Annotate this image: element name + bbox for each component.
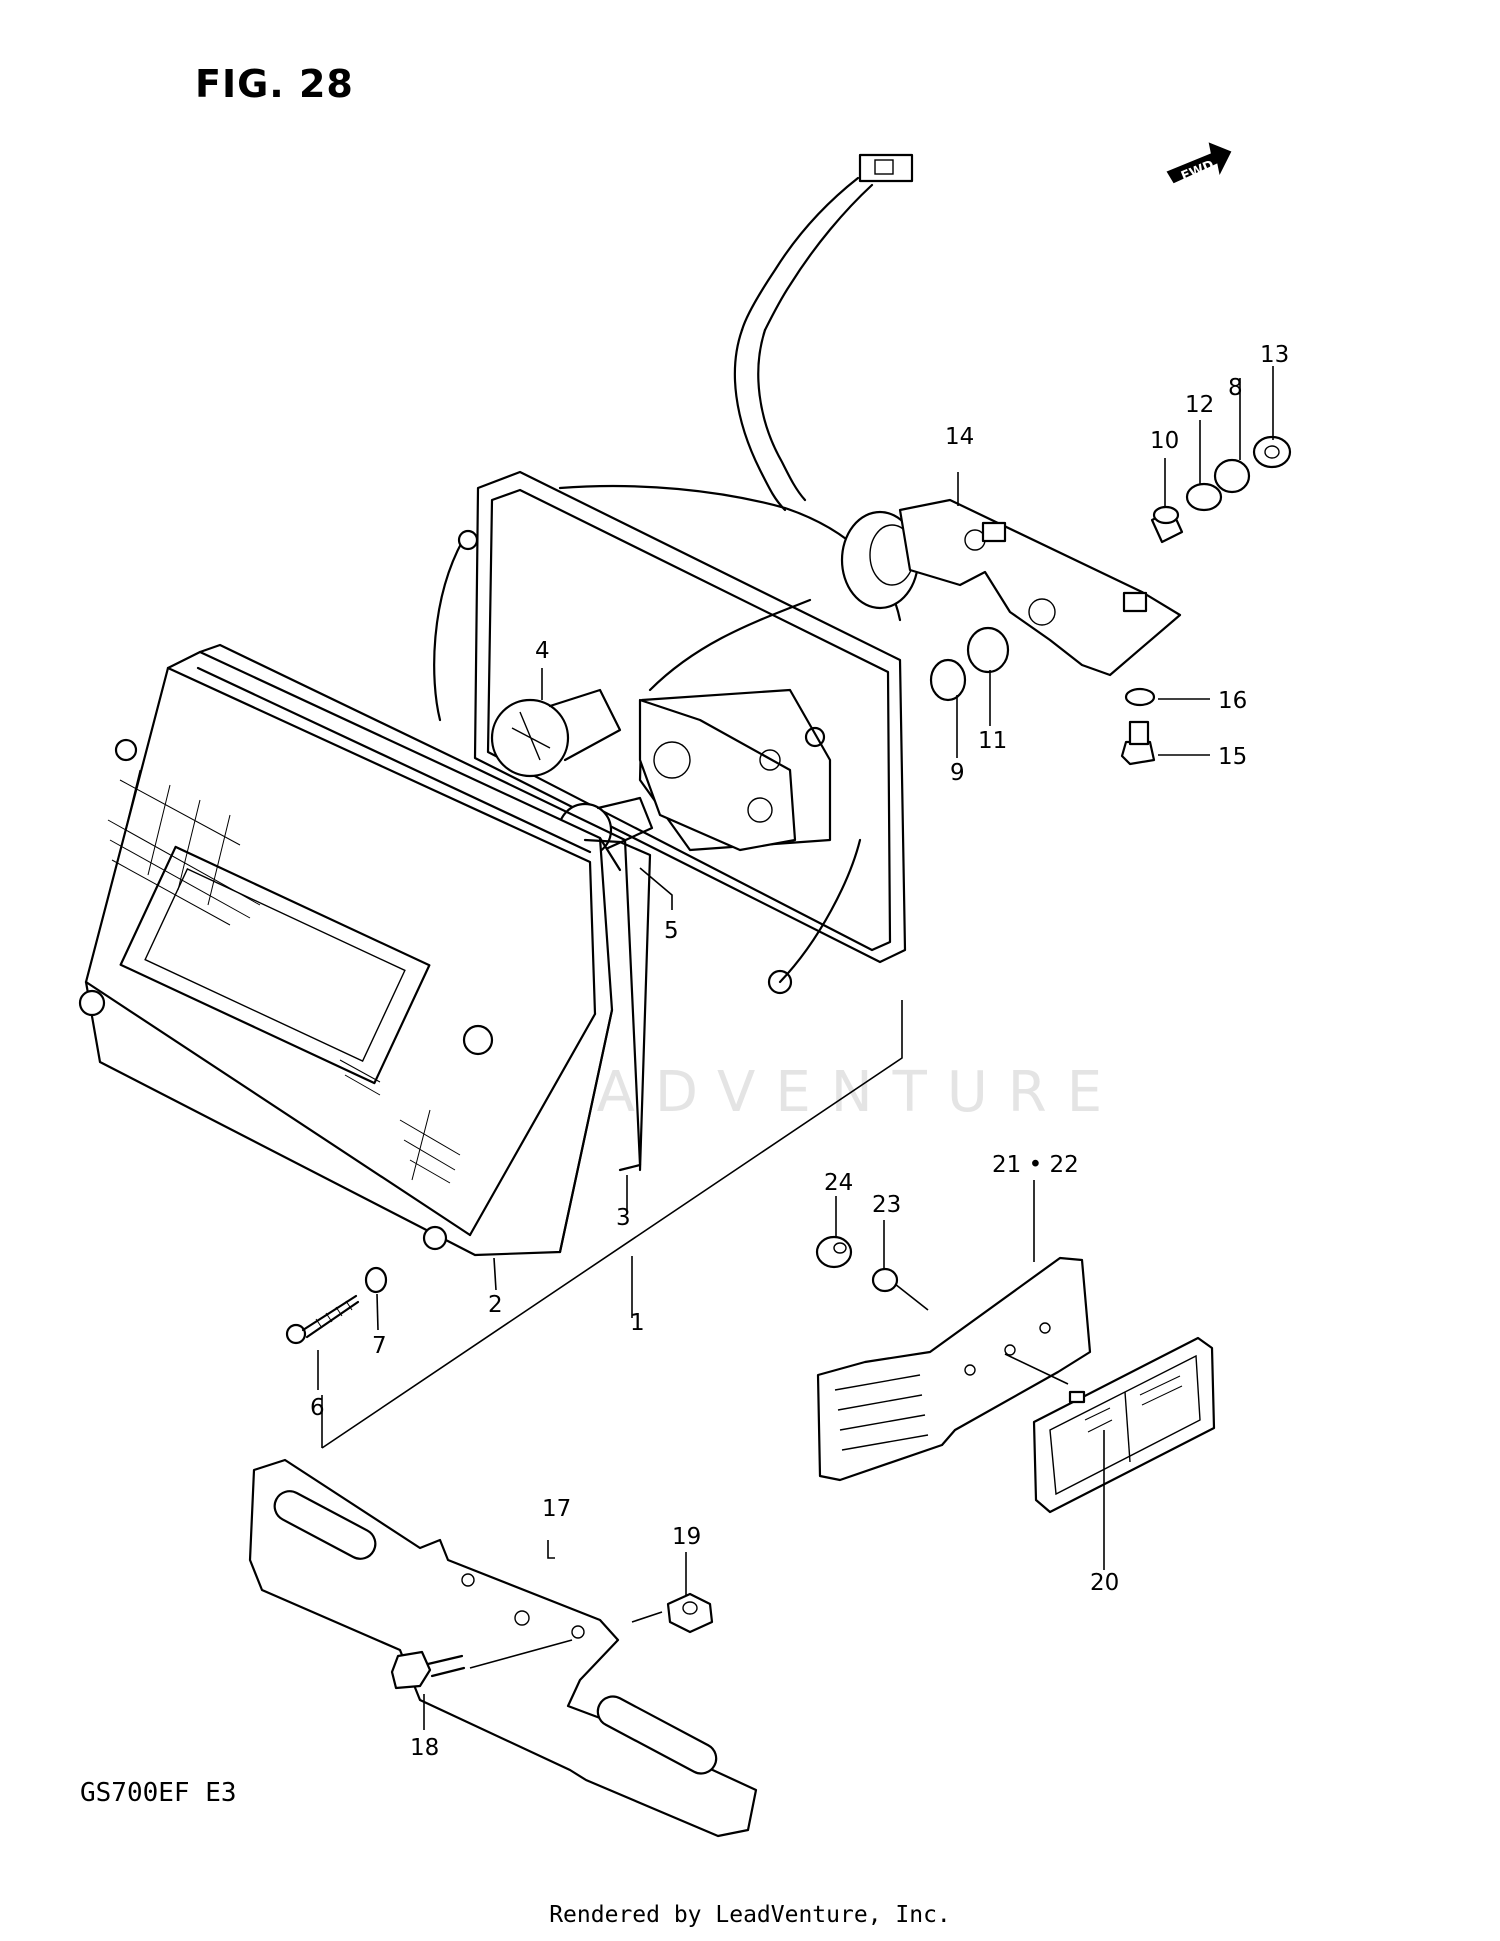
washer-12: [1185, 482, 1223, 512]
callout-15: 15: [1218, 744, 1247, 770]
gasket-3: [198, 643, 642, 1172]
callout-14: 14: [945, 424, 974, 450]
assembly-outline-1: [321, 1000, 903, 1449]
callout-20: 20: [1090, 1570, 1119, 1596]
washer-7: [364, 1266, 388, 1294]
washer-23: [871, 1267, 899, 1293]
callout-8: 8: [1228, 375, 1243, 401]
spacer-10: [1150, 505, 1184, 544]
nut-19: [666, 1592, 714, 1634]
callout-13: 13: [1260, 342, 1289, 368]
lamp-housing: [433, 470, 920, 995]
callout-21-22: 21 • 22: [992, 1152, 1079, 1178]
washer-11: [966, 626, 1010, 674]
callout-5: 5: [664, 918, 679, 944]
callout-3: 3: [616, 1205, 631, 1231]
leader-19: [631, 1611, 663, 1623]
callout-1: 1: [630, 1310, 645, 1336]
wire-harness: [733, 153, 914, 512]
fwd-arrow-icon: FWD: [1166, 142, 1232, 185]
callout-6: 6: [310, 1395, 325, 1421]
leader-18: [469, 1639, 573, 1669]
callout-17: 17: [542, 1496, 571, 1522]
license-bracket-17: [248, 1458, 758, 1838]
nut-24: [815, 1235, 853, 1269]
callout-12: 12: [1185, 392, 1214, 418]
bracket-14: [898, 498, 1182, 677]
callout-24: 24: [824, 1170, 853, 1196]
leader-bracket-to-reflector: [1004, 1353, 1069, 1385]
footer-credit: Rendered by LeadVenture, Inc.: [549, 1902, 951, 1928]
bulb-4: [490, 688, 622, 778]
callout-9: 9: [950, 760, 965, 786]
washer-16: [1124, 687, 1156, 707]
callout-leaders: [317, 366, 1274, 1730]
model-code: GS700EF E3: [80, 1778, 237, 1808]
callout-2: 2: [488, 1292, 503, 1318]
screw-6: [285, 1294, 360, 1345]
callout-7: 7: [372, 1333, 387, 1359]
callout-23: 23: [872, 1192, 901, 1218]
nut-13: [1252, 435, 1292, 469]
bolt-18: [390, 1650, 466, 1690]
reflector-20: [1032, 1336, 1216, 1514]
leader-23-to-bracket: [894, 1283, 929, 1311]
reflector-bracket-21-22: [816, 1256, 1092, 1482]
bulb-socket: [638, 698, 797, 852]
callout-19: 19: [672, 1524, 701, 1550]
callout-16: 16: [1218, 688, 1247, 714]
washer-8: [1213, 458, 1251, 494]
lens-2: [78, 650, 652, 1257]
callout-labels: 1 2 3 4 5 6 7 8 9 10 11 12 13 14 15 16 1…: [310, 342, 1289, 1761]
bolt-15: [1120, 720, 1156, 766]
figure-title: FIG. 28: [195, 62, 354, 106]
callout-11: 11: [978, 728, 1007, 754]
callout-4: 4: [535, 638, 550, 664]
washer-9: [929, 658, 967, 702]
callout-18: 18: [410, 1735, 439, 1761]
callout-10: 10: [1150, 428, 1179, 454]
